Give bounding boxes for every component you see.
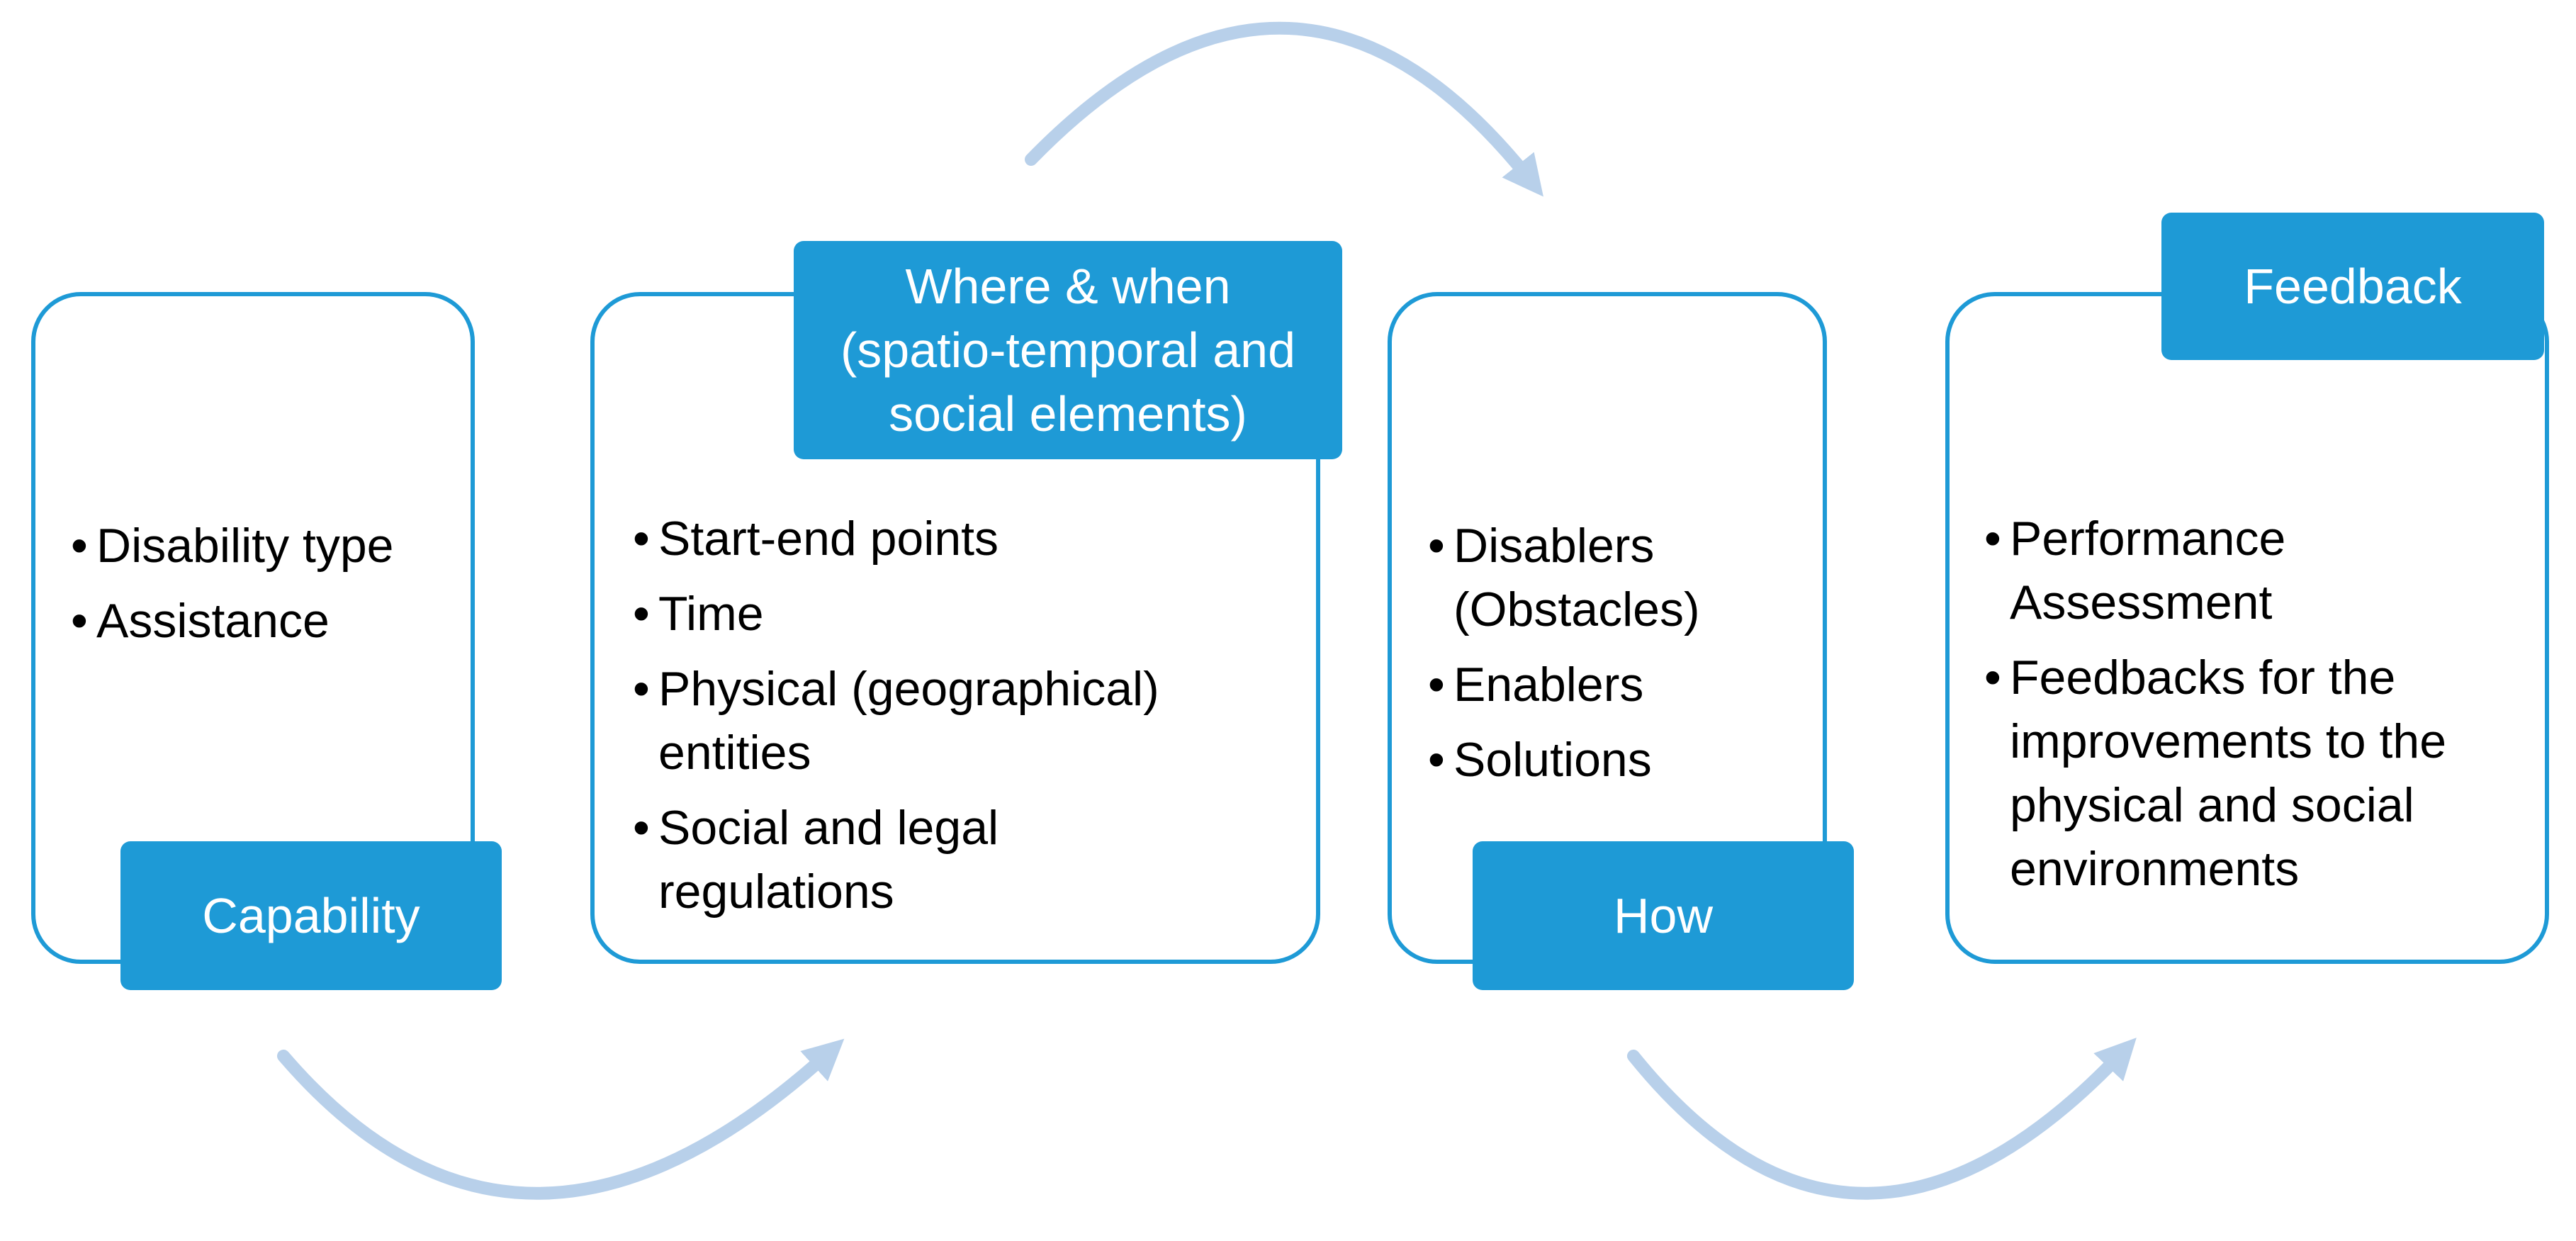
capability-label: Capability [120,841,502,990]
list-item: Start-end points [633,507,1271,571]
arrow-how-to-feedback [1627,1038,2137,1200]
list-item: Enablers [1428,653,1825,717]
how-label: How [1473,841,1854,990]
list-item: Time [633,582,1271,646]
list-item: Performance Assessment [1984,507,2544,634]
where-when-label-text: Where & when (spatio-temporal and social… [840,259,1295,442]
capability-list: Disability type Assistance [71,514,468,664]
list-item: Solutions [1428,728,1825,792]
list-item: Assistance [71,589,468,653]
feedback-list: Performance Assessment Feedbacks for the… [1984,507,2544,912]
arrow-where-when-to-how [1025,21,1543,197]
how-list: Disablers (Obstacles) Enablers Solutions [1428,514,1825,803]
list-item: Physical (geographical) entities [633,657,1271,785]
list-item: Disability type [71,514,468,578]
how-label-text: How [1613,888,1714,943]
arrow-capability-to-where-when [277,1038,845,1200]
feedback-label-text: Feedback [2244,259,2462,314]
list-item: Social and legal regulations [633,796,1271,923]
capability-label-text: Capability [202,888,420,943]
feedback-label: Feedback [2161,213,2544,360]
where-when-list: Start-end points Time Physical (geograph… [633,507,1271,935]
list-item: Disablers (Obstacles) [1428,514,1825,641]
list-item: Feedbacks for the improvements to the ph… [1984,646,2544,901]
where-when-label: Where & when (spatio-temporal and social… [794,241,1342,459]
